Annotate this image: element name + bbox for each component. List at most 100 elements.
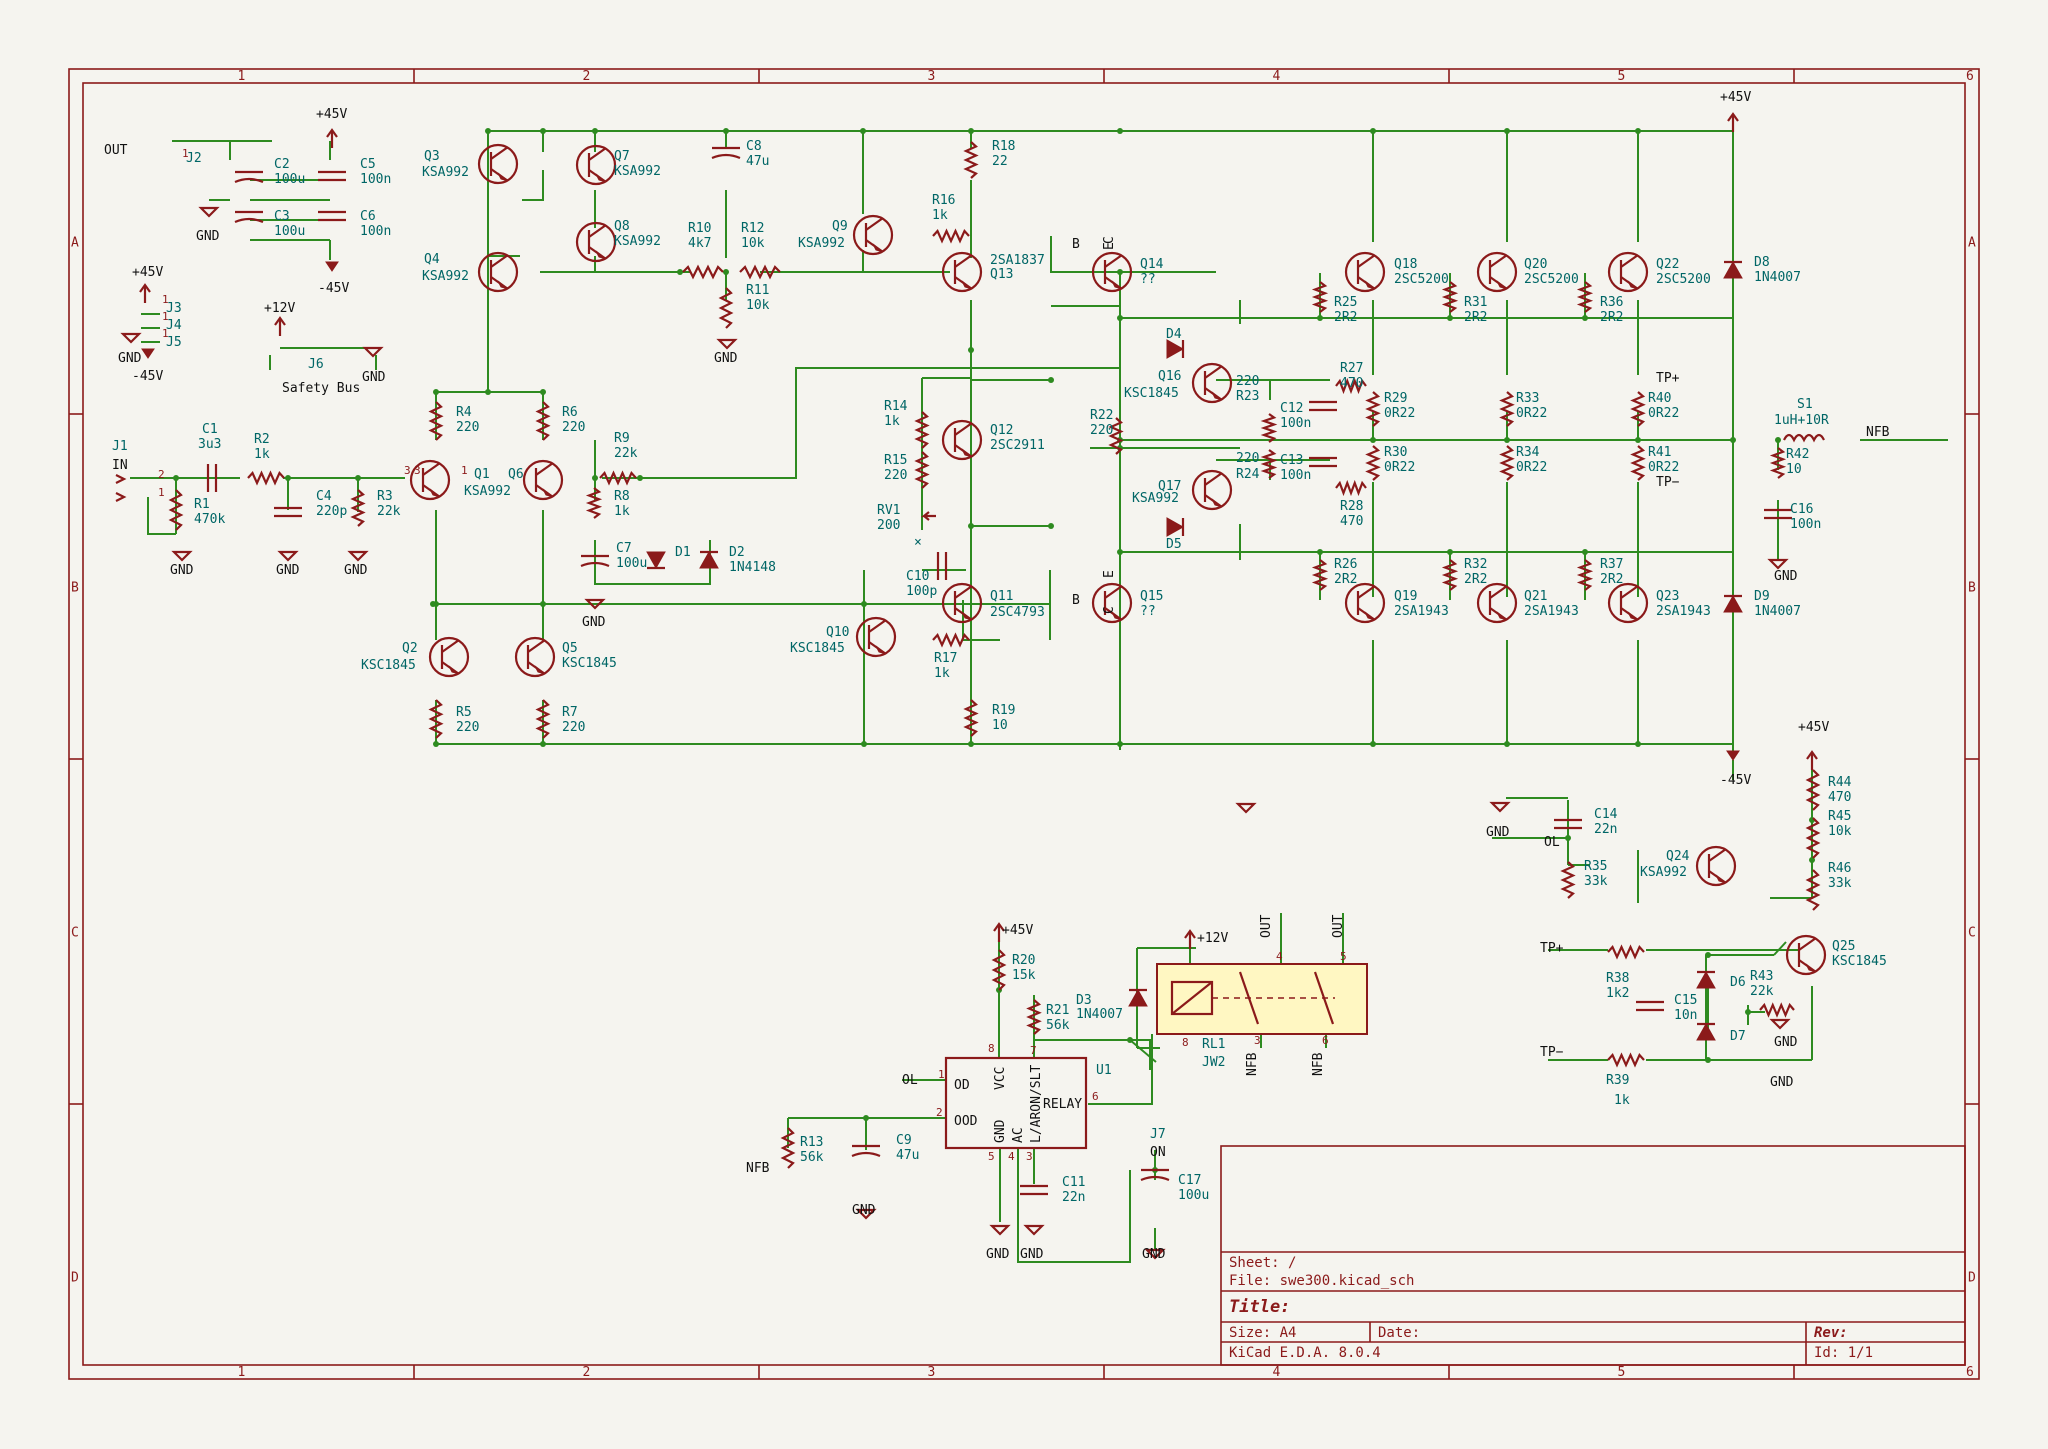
diode-triangle — [1696, 970, 1716, 989]
power-arrow-head — [1806, 750, 1818, 760]
resistor-symbol — [1441, 559, 1459, 591]
ref-q24: Q24 — [1666, 849, 1690, 864]
val-r18: 22 — [992, 154, 1008, 169]
junction-dot — [485, 128, 491, 134]
pin-number: 5 — [988, 1150, 995, 1163]
col-label-bottom: 3 — [928, 1365, 936, 1380]
net-on-j7: ON — [1150, 1145, 1166, 1160]
resistor-symbol — [739, 264, 781, 280]
junction-dot — [1117, 269, 1123, 275]
junction-dot — [540, 741, 546, 747]
junction-dot — [1117, 549, 1123, 555]
ref-c12: C12 — [1280, 401, 1303, 416]
transistor-collector — [1357, 254, 1376, 268]
net-n45-j: -45V — [132, 369, 163, 384]
ref-q21: Q21 — [1524, 589, 1547, 604]
pin-number: 6 — [1092, 1090, 1099, 1103]
ground-symbol — [1235, 802, 1257, 814]
junction-dot — [637, 475, 643, 481]
val-r27: 470 — [1340, 376, 1363, 391]
resistor-symbol — [428, 699, 444, 739]
relay-switch-1 — [1238, 971, 1260, 1025]
transistor-collector — [490, 146, 509, 160]
resistor-symbol — [1576, 559, 1594, 591]
ref-d5: D5 — [1166, 537, 1182, 552]
val-c16: 100n — [1790, 517, 1821, 532]
net-nfb-u1: NFB — [746, 1161, 770, 1176]
ref-r14: R14 — [884, 399, 908, 414]
pin-number: 1 — [938, 1068, 945, 1081]
val-q10: KSC1845 — [790, 641, 845, 656]
ref-r5: R5 — [456, 705, 472, 720]
junction-dot — [968, 741, 974, 747]
net-gnd-c17: GND — [1142, 1247, 1166, 1262]
bjt-e-q15: E — [1102, 570, 1117, 578]
ref-r36: R36 — [1600, 295, 1623, 310]
val-rl1: JW2 — [1202, 1055, 1225, 1070]
transistor-collector — [1620, 585, 1639, 599]
val-r5: 220 — [456, 720, 479, 735]
transistor-body — [941, 419, 983, 461]
ref-r32: R32 — [1464, 557, 1487, 572]
ref-c1: C1 — [202, 422, 218, 437]
ref-s1: S1 — [1797, 397, 1813, 412]
bjt-b-q14: B — [1072, 237, 1080, 252]
resistor-symbol — [1260, 449, 1278, 479]
ground-symbol — [1767, 558, 1789, 570]
net-p45-top: +45V — [1720, 90, 1751, 105]
val-rv1: 200 — [877, 518, 900, 533]
resistor-symbol — [718, 287, 734, 329]
ref-r13: R13 — [800, 1135, 823, 1150]
col-label-top: 5 — [1618, 69, 1626, 84]
bjt-b-q15: B — [1072, 593, 1080, 608]
val-r29: 0R22 — [1384, 406, 1415, 421]
val-s1: 1uH+10R — [1774, 413, 1829, 428]
transistor-arrow — [429, 488, 441, 498]
power-arrow-head — [1727, 112, 1739, 122]
val-c3: 100u — [274, 224, 305, 239]
resistor-symbol — [1607, 944, 1645, 960]
resistor-symbol — [1805, 769, 1821, 811]
transistor-collector — [868, 619, 887, 633]
val-r1: 470k — [194, 512, 225, 527]
transistor-arrow — [542, 488, 554, 498]
transistor-arrow — [534, 665, 546, 675]
resistor-symbol — [168, 489, 184, 531]
ref-d1: D1 — [675, 545, 691, 560]
val-r8: 1k — [614, 504, 630, 519]
transistor-collector — [954, 585, 973, 599]
val-d3: 1N4007 — [1076, 1007, 1123, 1022]
ground-symbol — [989, 1224, 1011, 1236]
ref-r28: R28 — [1340, 499, 1363, 514]
val-q1: KSA992 — [464, 484, 511, 499]
transistor-body — [522, 459, 564, 501]
ref-r19: R19 — [992, 703, 1015, 718]
pin-number: 1 — [162, 310, 169, 323]
col-label-bottom: 6 — [1966, 1365, 1974, 1380]
junction-dot — [1370, 437, 1376, 443]
ref-q14: Q14 — [1140, 257, 1164, 272]
junction-dot — [540, 601, 546, 607]
power-arrow-down — [141, 348, 155, 359]
resistor-symbol — [1441, 281, 1459, 313]
val-q11: 2SC4793 — [990, 605, 1045, 620]
ref-d4: D4 — [1166, 327, 1182, 342]
val-q20: 2SC5200 — [1524, 272, 1579, 287]
transistor-arrow — [1111, 611, 1123, 621]
net-n45-c: -45V — [318, 281, 349, 296]
val-r3: 22k — [377, 504, 401, 519]
capacitor-plate-curved — [234, 217, 264, 224]
pin-number: 3 — [1026, 1150, 1033, 1163]
ref-c13: C13 — [1280, 453, 1303, 468]
ref-r21: R21 — [1046, 1003, 1069, 1018]
resistor-symbol — [1607, 1052, 1645, 1068]
net-out-j2: OUT — [104, 143, 128, 158]
val-q5: KSC1845 — [562, 656, 617, 671]
val-r4: 220 — [456, 420, 479, 435]
transistor-body — [575, 144, 617, 186]
val-q16: KSC1845 — [1124, 386, 1179, 401]
relay-coil-slash — [1171, 981, 1213, 1015]
ref-j2: J2 — [186, 151, 202, 166]
ref-q19: Q19 — [1394, 589, 1417, 604]
